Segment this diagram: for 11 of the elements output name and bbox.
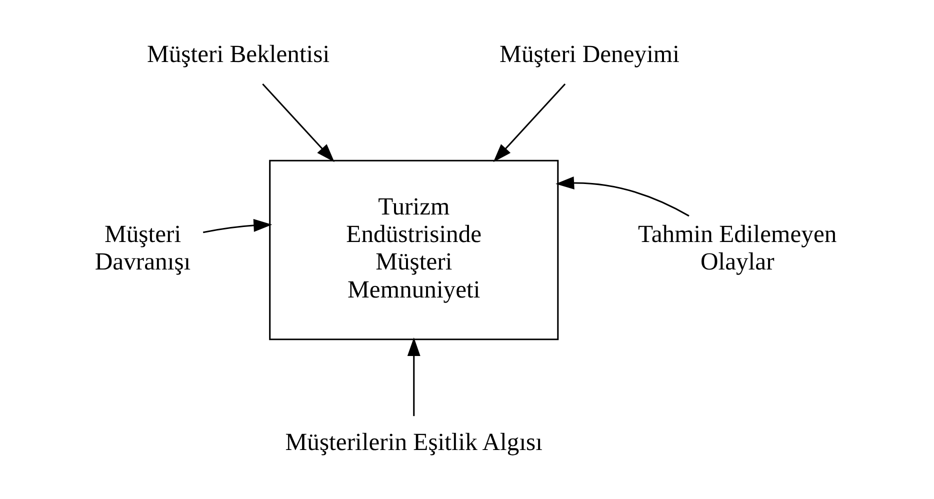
arrow	[492, 82, 566, 162]
node-text: Müşteri Deneyimi	[499, 40, 679, 68]
node-text: Müşterilerin Eşitlik Algısı	[284, 428, 542, 456]
arrow	[406, 336, 420, 416]
arrow	[202, 218, 272, 233]
node-box: Turizm Endüstrisinde Müşteri Memnuniyeti	[268, 159, 558, 340]
node-text: Tahmin Edilemeyen Olaylar	[638, 220, 836, 276]
node-text: Müşteri Beklentisi	[146, 40, 330, 68]
arrow	[262, 82, 334, 162]
node-text: Müşteri Davranışı	[94, 220, 190, 276]
arrow	[555, 176, 689, 216]
